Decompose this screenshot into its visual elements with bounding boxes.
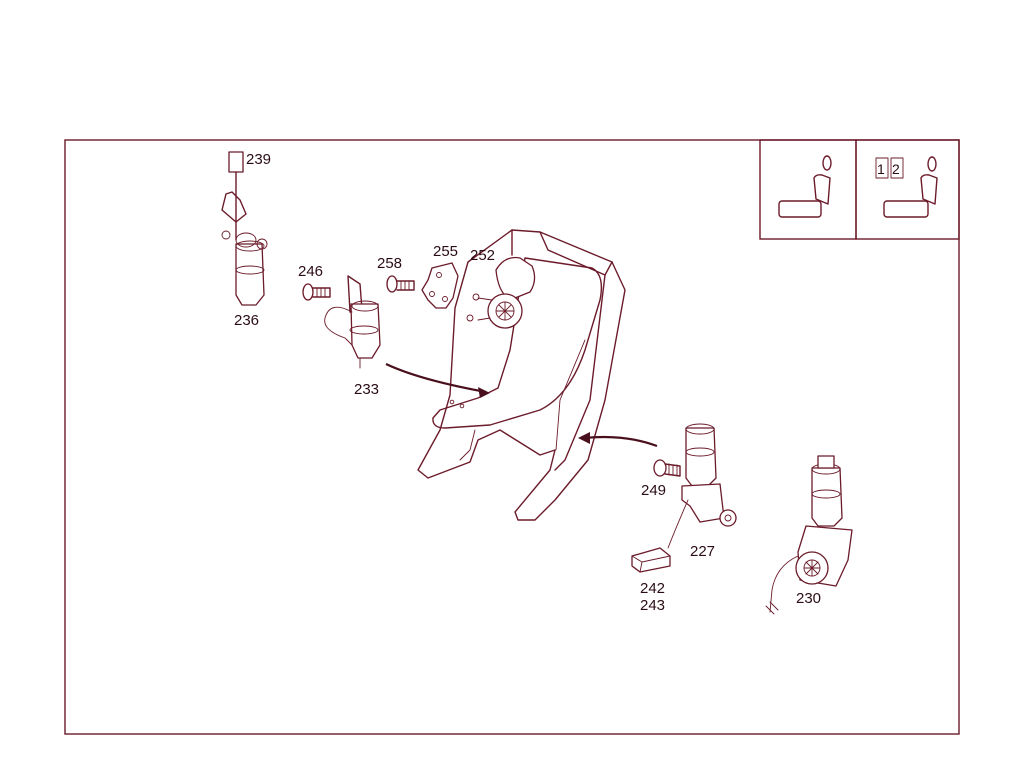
arrow-233-to-backrest <box>385 363 490 398</box>
bolt-part-246 <box>302 283 331 301</box>
callout-246: 246 <box>298 263 323 280</box>
seat-memory-icon: 1 2 <box>875 156 938 218</box>
callout-239: 239 <box>246 151 271 168</box>
callout-230: 230 <box>796 590 821 607</box>
bracket-part-255 <box>421 262 459 309</box>
callout-252: 252 <box>470 247 495 264</box>
callout-236: 236 <box>234 312 259 329</box>
callout-255: 255 <box>433 243 458 260</box>
motor-part-252 <box>466 256 536 329</box>
motor-part-236 <box>221 151 268 306</box>
callout-249: 249 <box>641 482 666 499</box>
seat-icon <box>778 155 832 218</box>
arrow-227-to-backrest <box>578 432 658 448</box>
callout-227: 227 <box>690 543 715 560</box>
connector-part-242 <box>631 547 671 573</box>
diagram-frame <box>64 139 960 735</box>
motor-part-227 <box>667 423 737 549</box>
callout-243: 243 <box>640 597 665 614</box>
callout-233: 233 <box>354 381 379 398</box>
callout-242: 242 <box>640 580 665 597</box>
bolt-part-249 <box>653 459 681 477</box>
memory-position-1-label: 1 <box>877 161 885 177</box>
motor-part-230 <box>765 455 853 615</box>
callout-labels: 239 236 246 258 255 252 233 249 227 242 … <box>234 151 821 614</box>
backrest-frame <box>417 229 626 521</box>
bolt-part-258 <box>386 275 415 293</box>
legend-box-1 <box>759 139 857 240</box>
seat-legend: 1 2 <box>759 139 960 240</box>
callout-258: 258 <box>377 255 402 272</box>
memory-position-2-label: 2 <box>892 161 900 177</box>
motor-part-233 <box>324 275 381 369</box>
legend-box-2 <box>855 139 960 240</box>
